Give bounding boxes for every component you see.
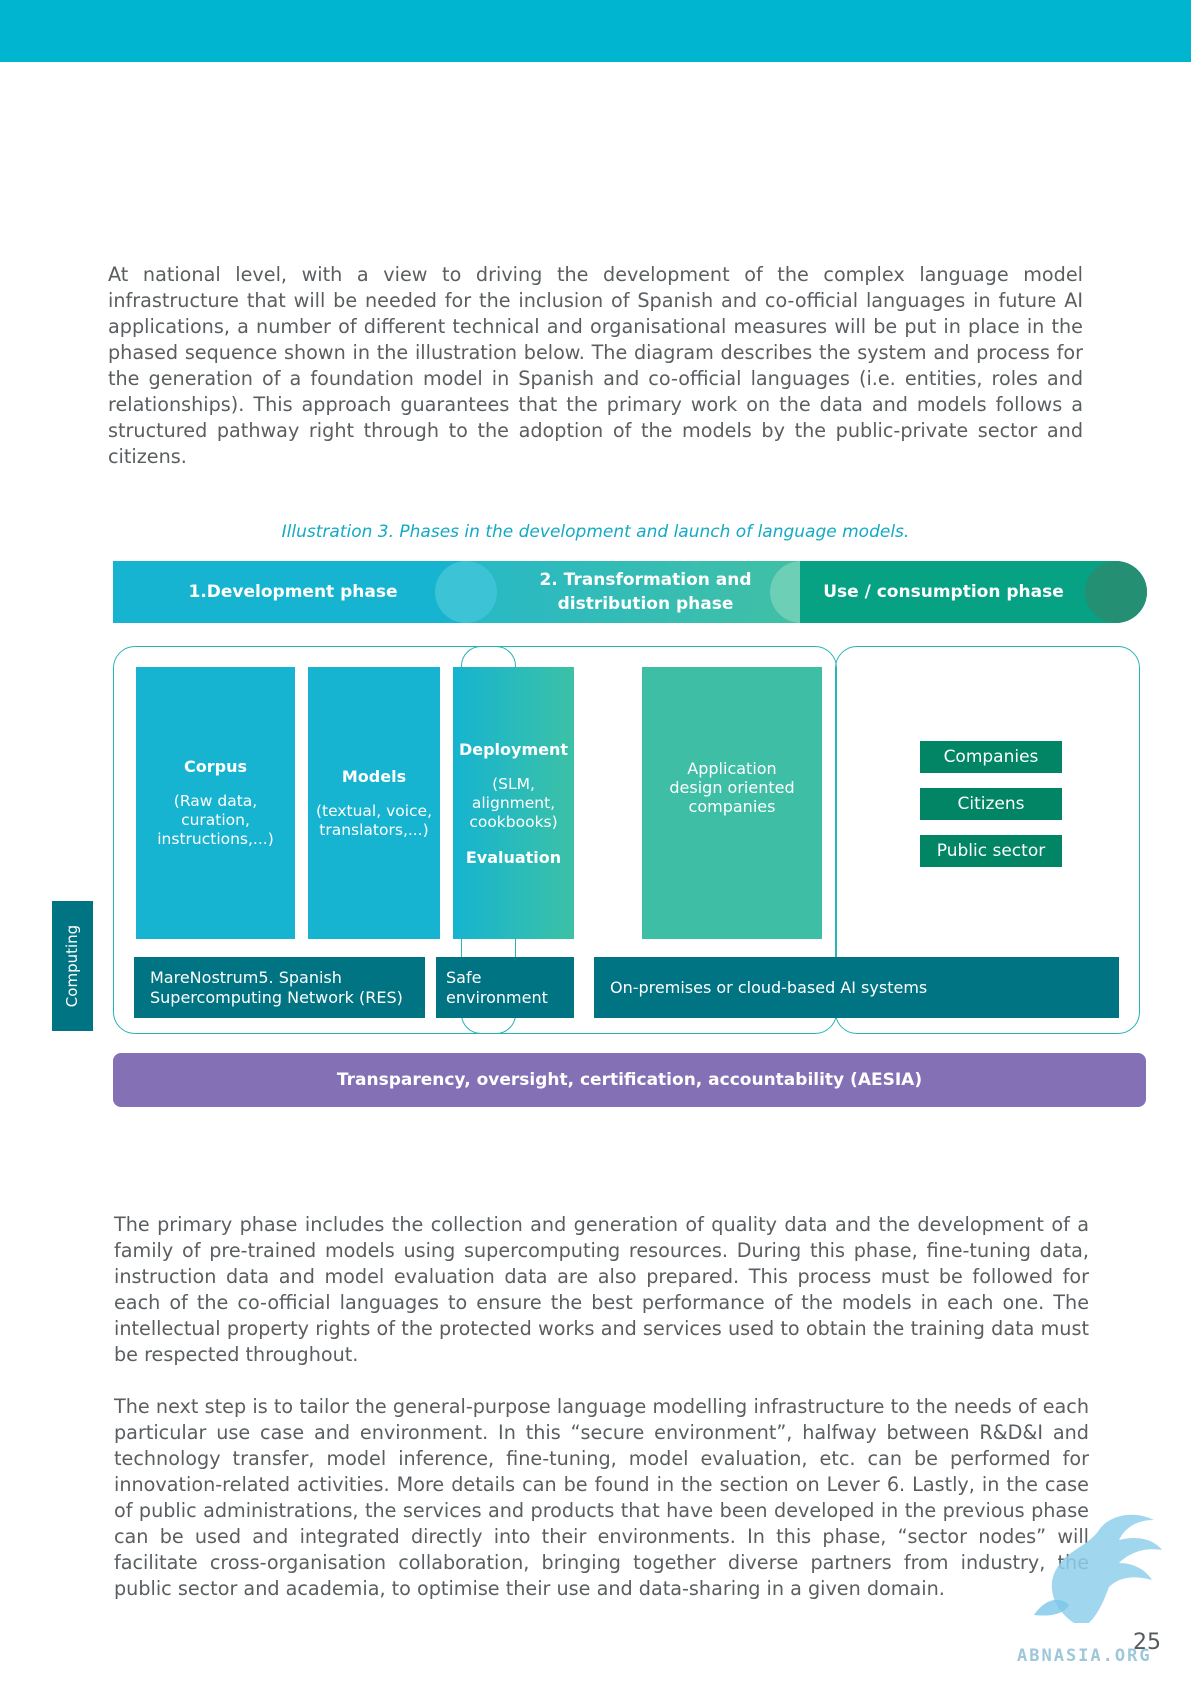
aesia-label: Transparency, oversight, certification, … xyxy=(336,1070,923,1090)
illustration-caption: Illustration 3. Phases in the developmen… xyxy=(281,522,910,542)
phase-connector-circle-1 xyxy=(435,561,497,623)
computing-label: Computing xyxy=(63,924,82,1008)
safe-line-2: environment xyxy=(446,987,548,1007)
watermark-logo xyxy=(1034,1514,1162,1623)
phase-development: 1.Development phase xyxy=(113,561,473,623)
corpus-title: Corpus xyxy=(184,757,247,776)
models-box: Models (textual, voice, translators,...) xyxy=(308,667,440,939)
header-band xyxy=(0,0,1191,62)
user-companies: Companies xyxy=(920,741,1062,773)
onprem-box: On-premises or cloud-based AI systems xyxy=(594,957,1119,1018)
application-desc-1: Application xyxy=(687,759,777,778)
models-desc-1: (textual, voice, xyxy=(315,801,433,820)
marenostrum-box: MareNostrum5. Spanish Supercomputing Net… xyxy=(134,957,425,1018)
models-desc-2: translators,...) xyxy=(319,820,429,839)
deployment-desc-1: (SLM, xyxy=(492,774,535,793)
corpus-desc-3: instructions,...) xyxy=(157,830,274,848)
application-desc-3: companies xyxy=(688,797,776,816)
watermark-text: ABNASIA.ORG xyxy=(1017,1646,1152,1666)
safe-line-1: Safe xyxy=(446,967,482,987)
deployment-title: Deployment xyxy=(458,739,569,759)
corpus-desc-2: curation, xyxy=(181,811,250,829)
user-citizens: Citizens xyxy=(920,788,1062,820)
application-desc-2: design oriented xyxy=(669,778,795,797)
body-paragraph-1: The primary phase includes the collectio… xyxy=(114,1213,1089,1366)
marenostrum-line-1: MareNostrum5. Spanish xyxy=(150,967,342,987)
intro-paragraph: At national level, with a view to drivin… xyxy=(108,263,1083,468)
corpus-desc-1: (Raw data, xyxy=(173,792,258,810)
deployment-box: Deployment (SLM, alignment, cookbooks) E… xyxy=(453,667,574,939)
phase-end-circle xyxy=(1085,561,1147,623)
safe-environment-box: Safe environment xyxy=(436,957,574,1018)
computing-label-box: Computing xyxy=(52,901,93,1031)
phase-development-label: 1.Development phase xyxy=(188,582,398,602)
phase-transformation: 2. Transformation and distribution phase xyxy=(473,561,818,623)
phase-use-label: Use / consumption phase xyxy=(823,582,1064,602)
application-box: Application design oriented companies xyxy=(642,667,822,939)
user-public-sector: Public sector xyxy=(920,835,1062,867)
phase-transformation-label-2: distribution phase xyxy=(557,594,734,614)
models-title: Models xyxy=(341,766,407,786)
evaluation-title: Evaluation xyxy=(465,847,562,867)
deployment-desc-2: alignment, xyxy=(471,793,556,812)
consumption-frame xyxy=(835,646,1140,1034)
phase-transformation-label-1: 2. Transformation and xyxy=(539,570,752,590)
onprem-label: On-premises or cloud-based AI systems xyxy=(610,977,928,997)
marenostrum-line-2: Supercomputing Network (RES) xyxy=(150,987,403,1007)
deployment-desc-3: cookbooks) xyxy=(469,812,558,831)
corpus-box: Corpus (Raw data, curation, instructions… xyxy=(136,667,295,939)
aesia-bar: Transparency, oversight, certification, … xyxy=(113,1053,1146,1107)
page-number: 25 xyxy=(1133,1630,1161,1655)
body-paragraph-2: The next step is to tailor the general-p… xyxy=(114,1395,1089,1600)
